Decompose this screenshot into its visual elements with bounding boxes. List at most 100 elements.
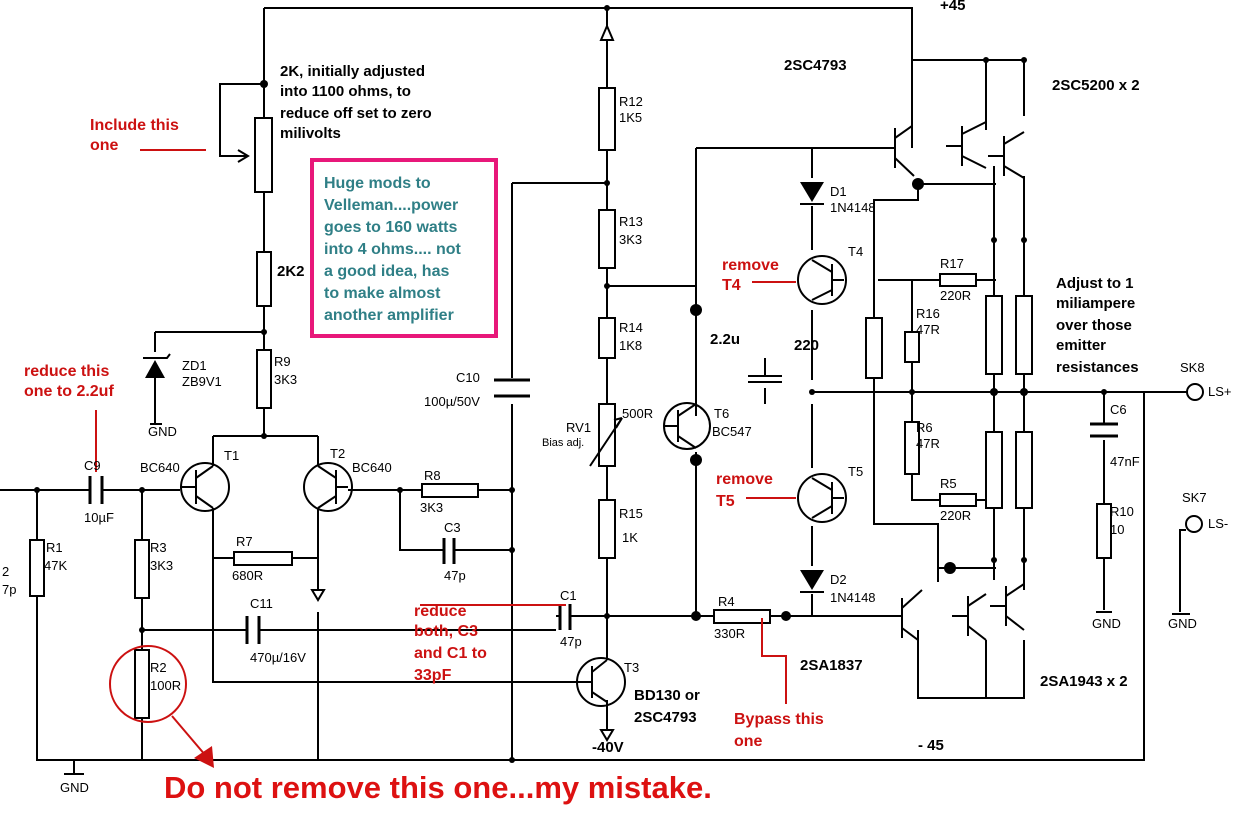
svg-text:47R: 47R — [916, 436, 940, 451]
svg-text:R12: R12 — [619, 94, 643, 109]
svg-text:R16: R16 — [916, 306, 940, 321]
svg-text:GND: GND — [148, 424, 177, 439]
svg-text:one: one — [734, 733, 763, 750]
svg-text:emitter: emitter — [1056, 337, 1106, 354]
svg-text:ZB9V1: ZB9V1 — [182, 374, 222, 389]
svg-text:1N4148: 1N4148 — [830, 200, 876, 215]
svg-text:another amplifier: another amplifier — [324, 307, 454, 324]
remove-t4-note: remove T4 — [722, 257, 779, 294]
svg-text:T4: T4 — [848, 244, 863, 259]
mods-note-box — [310, 158, 498, 338]
connectors — [64, 383, 1204, 775]
svg-text:T1: T1 — [224, 448, 239, 463]
svg-text:10: 10 — [1110, 522, 1124, 537]
svg-text:goes to 160 watts: goes to 160 watts — [324, 219, 457, 236]
pot-note: 2K, initially adjusted into 1100 ohms, t… — [280, 63, 432, 142]
svg-text:into 4 ohms.... not: into 4 ohms.... not — [324, 241, 462, 258]
svg-text:and C1 to: and C1 to — [414, 645, 487, 662]
svg-text:500R: 500R — [622, 406, 653, 421]
svg-text:470µ/16V: 470µ/16V — [250, 650, 306, 665]
svg-text:R3: R3 — [150, 540, 167, 555]
transistors — [180, 121, 1025, 707]
svg-text:Bypass this: Bypass this — [734, 711, 824, 728]
svg-text:BD130 or: BD130 or — [634, 687, 700, 704]
svg-text:a good idea, has: a good idea, has — [324, 263, 449, 280]
svg-text:2SC4793: 2SC4793 — [784, 57, 847, 74]
svg-text:C10: C10 — [456, 370, 480, 385]
svg-text:Adjust to 1: Adjust to 1 — [1056, 275, 1134, 292]
resistors — [29, 87, 1112, 719]
svg-text:1N4148: 1N4148 — [830, 590, 876, 605]
junction-dots — [34, 5, 1107, 763]
arrow-markers — [219, 23, 615, 742]
svg-text:C9: C9 — [84, 458, 101, 473]
svg-text:both, C3: both, C3 — [414, 623, 478, 640]
svg-text:R14: R14 — [619, 320, 643, 335]
svg-text:LS+: LS+ — [1208, 384, 1232, 399]
svg-text:3K3: 3K3 — [274, 372, 297, 387]
svg-text:R8: R8 — [424, 468, 441, 483]
svg-text:C11: C11 — [250, 596, 273, 611]
include-note: Include this one — [90, 117, 179, 154]
svg-text:R9: R9 — [274, 354, 291, 369]
svg-text:over those: over those — [1056, 317, 1132, 334]
svg-text:T5: T5 — [716, 493, 735, 510]
svg-text:remove: remove — [722, 257, 779, 274]
svg-text:Huge mods to: Huge mods to — [324, 175, 431, 192]
svg-text:100R: 100R — [150, 678, 181, 693]
remove-t5-note: remove T5 — [716, 471, 773, 510]
supply-neg40-label: -40V — [592, 739, 624, 756]
svg-text:47p: 47p — [444, 568, 466, 583]
annotation-lines — [95, 149, 796, 768]
svg-text:one: one — [90, 137, 119, 154]
svg-text:220: 220 — [794, 337, 819, 354]
svg-text:R1: R1 — [46, 540, 63, 555]
svg-text:2K2: 2K2 — [277, 263, 305, 280]
svg-text:remove: remove — [716, 471, 773, 488]
svg-text:10µF: 10µF — [84, 510, 114, 525]
supply-neg-label: - 45 — [918, 737, 944, 754]
svg-text:Velleman....power: Velleman....power — [324, 197, 458, 214]
svg-text:miliampere: miliampere — [1056, 295, 1135, 312]
mods-note: Huge mods to Velleman....power goes to 1… — [324, 175, 462, 324]
svg-text:47p: 47p — [560, 634, 582, 649]
svg-text:T6: T6 — [714, 406, 729, 421]
component-labels: +45 - 45 -40V R12 1K5 R13 3K3 R14 1K8 R1… — [2, 0, 1232, 795]
svg-text:GND: GND — [1092, 616, 1121, 631]
svg-text:ZD1: ZD1 — [182, 358, 207, 373]
svg-text:reduce off set to zero: reduce off set to zero — [280, 105, 432, 122]
svg-text:C1: C1 — [560, 588, 577, 603]
svg-text:R13: R13 — [619, 214, 643, 229]
svg-text:2SA1837: 2SA1837 — [800, 657, 863, 674]
svg-text:to make almost: to make almost — [324, 285, 441, 302]
wires — [0, 7, 1187, 761]
svg-text:2: 2 — [2, 564, 9, 579]
svg-text:2K, initially adjusted: 2K, initially adjusted — [280, 63, 425, 80]
adjust-note: Adjust to 1 miliampere over those emitte… — [1056, 275, 1139, 376]
svg-text:LS-: LS- — [1208, 516, 1228, 531]
svg-text:reduce: reduce — [414, 603, 467, 620]
svg-text:RV1: RV1 — [566, 420, 591, 435]
svg-text:220R: 220R — [940, 288, 971, 303]
svg-text:resistances: resistances — [1056, 359, 1139, 376]
reduce-c9-note: reduce this one to 2.2uf — [24, 363, 114, 400]
capacitors — [84, 378, 1118, 644]
svg-text:47nF: 47nF — [1110, 454, 1140, 469]
svg-text:into 1100 ohms, to: into 1100 ohms, to — [280, 83, 411, 100]
svg-text:R2: R2 — [150, 660, 167, 675]
svg-text:milivolts: milivolts — [280, 125, 341, 142]
svg-text:47K: 47K — [44, 558, 67, 573]
svg-text:Include this: Include this — [90, 117, 179, 134]
svg-text:T4: T4 — [722, 277, 741, 294]
svg-text:2SC5200 x 2: 2SC5200 x 2 — [1052, 77, 1140, 94]
mistake-note: Do not remove this one...my mistake. — [164, 770, 712, 805]
svg-text:BC547: BC547 — [712, 424, 752, 439]
svg-text:3K3: 3K3 — [420, 500, 443, 515]
svg-text:7p: 7p — [2, 582, 16, 597]
svg-text:D2: D2 — [830, 572, 847, 587]
diodes — [143, 182, 824, 593]
svg-text:R6: R6 — [916, 420, 933, 435]
svg-text:SK7: SK7 — [1182, 490, 1207, 505]
svg-text:3K3: 3K3 — [150, 558, 173, 573]
